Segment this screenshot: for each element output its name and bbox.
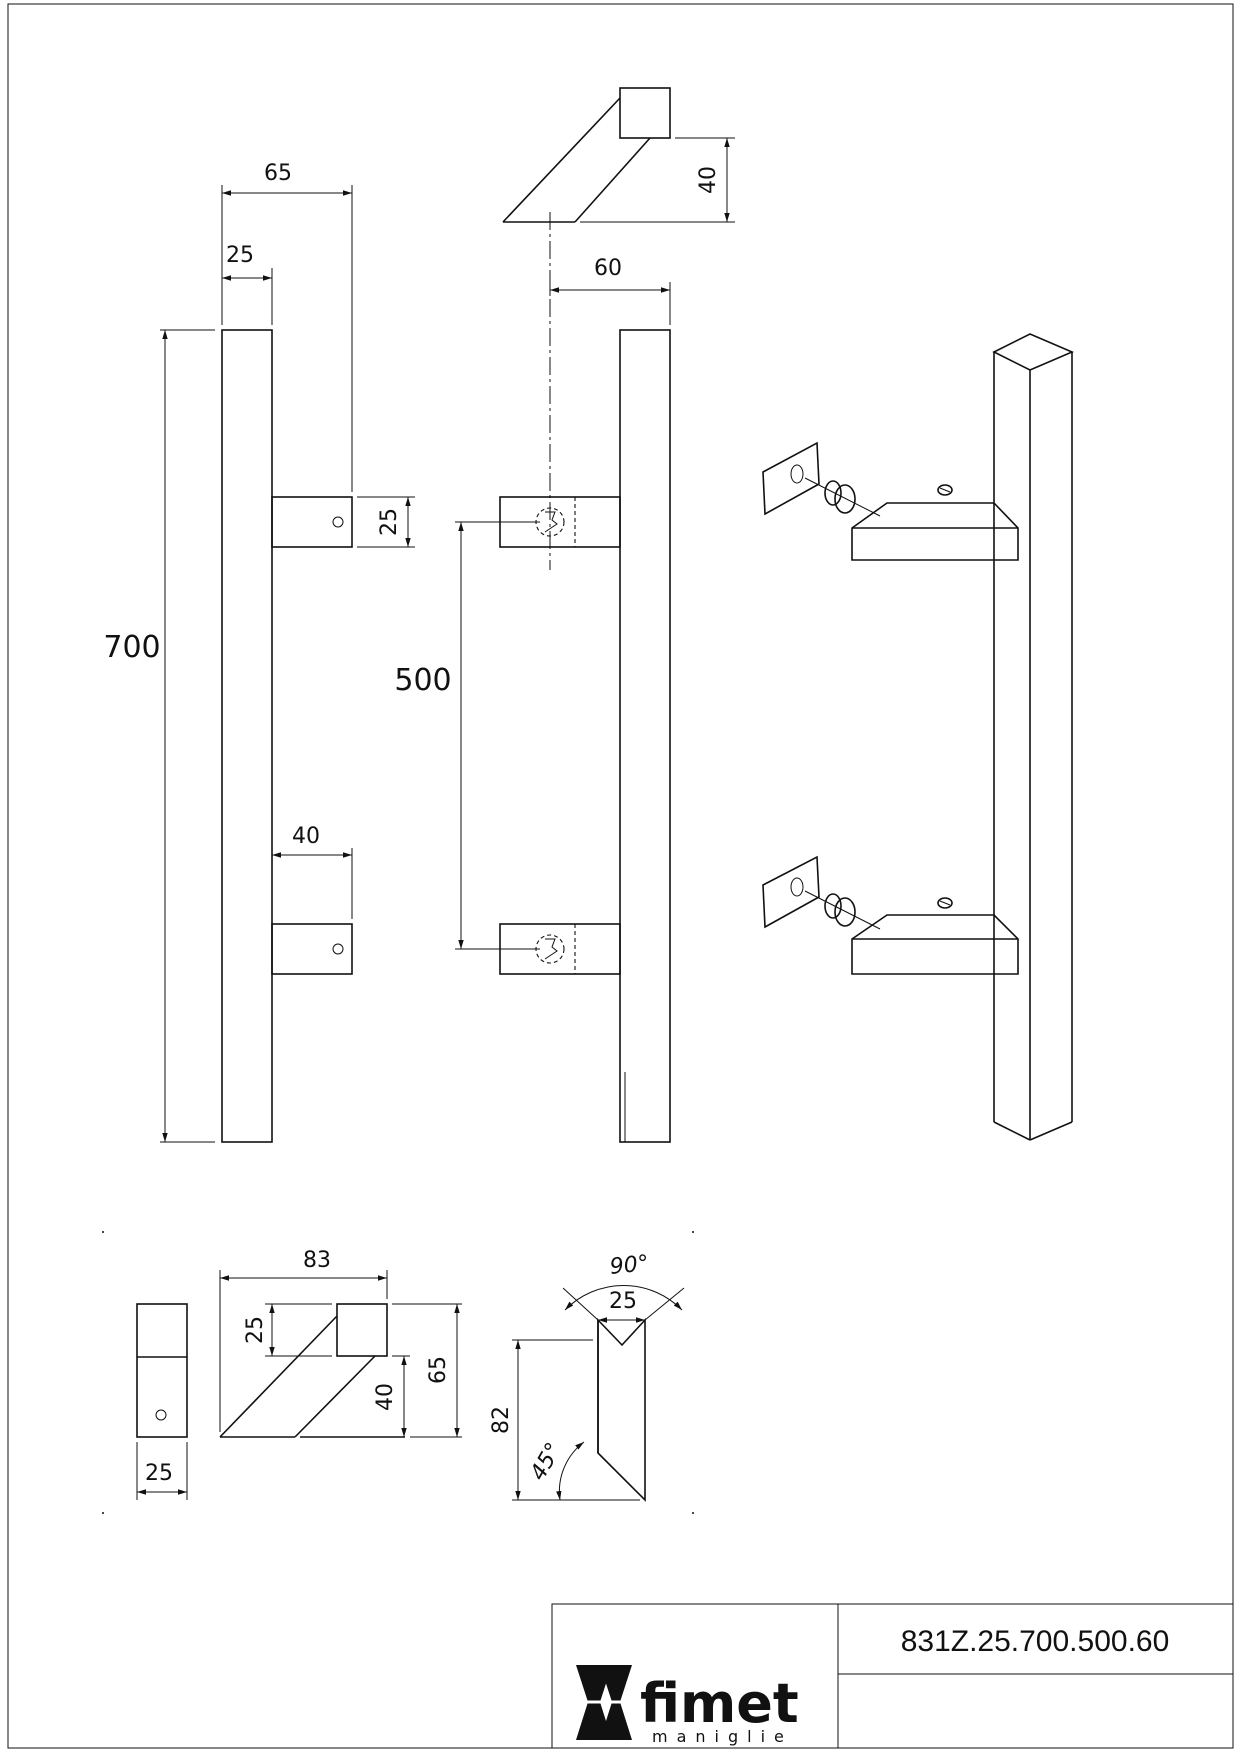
part-code: 831Z.25.700.500.60 (901, 1625, 1170, 1658)
dim-standoff-height: 40 (292, 824, 320, 849)
title-block: 831Z.25.700.500.60 fimet maniglie (551, 1603, 1234, 1749)
side-handle-bar (619, 329, 671, 1143)
dim-center-distance: 500 (394, 663, 451, 698)
lower-standoff (271, 923, 353, 975)
dim-section-length: 83 (303, 1248, 331, 1273)
dim-bar-width: 25 (226, 243, 254, 268)
dim-standoff-width: 25 (377, 508, 402, 536)
dim-section-width: 25 (145, 1461, 173, 1486)
detail-top-block (336, 1303, 388, 1357)
upper-screw-hole (332, 516, 344, 528)
dim-cut-width: 25 (609, 1289, 637, 1314)
side-view: 40 60 500 (394, 87, 735, 1143)
dim-top-view-height: 40 (696, 166, 721, 194)
brand-name: fimet (640, 1672, 799, 1735)
dim-section-small: 25 (243, 1316, 268, 1344)
upper-standoff (271, 496, 353, 548)
iso-upper-plate (762, 441, 820, 516)
isometric-view (762, 333, 1075, 1141)
dim-projection: 60 (594, 256, 622, 281)
iso-upper-standoff (851, 502, 1019, 561)
top-view-block (619, 87, 671, 139)
front-view: 65 25 700 25 40 (103, 161, 415, 1143)
dim-section-height-a: 40 (373, 1383, 398, 1411)
detail-views: 25 83 25 40 65 90° 25 (102, 1231, 694, 1514)
dim-section-height-b: 65 (426, 1356, 451, 1384)
dim-overall-depth: 65 (264, 161, 292, 186)
detail-standoff-end (136, 1303, 188, 1438)
lower-screw-hole (332, 943, 344, 955)
dim-cut-height: 82 (489, 1406, 514, 1434)
iso-lower-plate (762, 855, 820, 929)
dim-angle-90: 90° (609, 1251, 650, 1280)
detail-bar-cut (597, 1317, 646, 1502)
brand-subtitle: maniglie (652, 1727, 793, 1746)
fimet-logo: fimet maniglie (576, 1665, 799, 1746)
dim-overall-length: 700 (103, 630, 160, 665)
handle-bar (221, 329, 273, 1143)
iso-lower-standoff (851, 914, 1019, 975)
